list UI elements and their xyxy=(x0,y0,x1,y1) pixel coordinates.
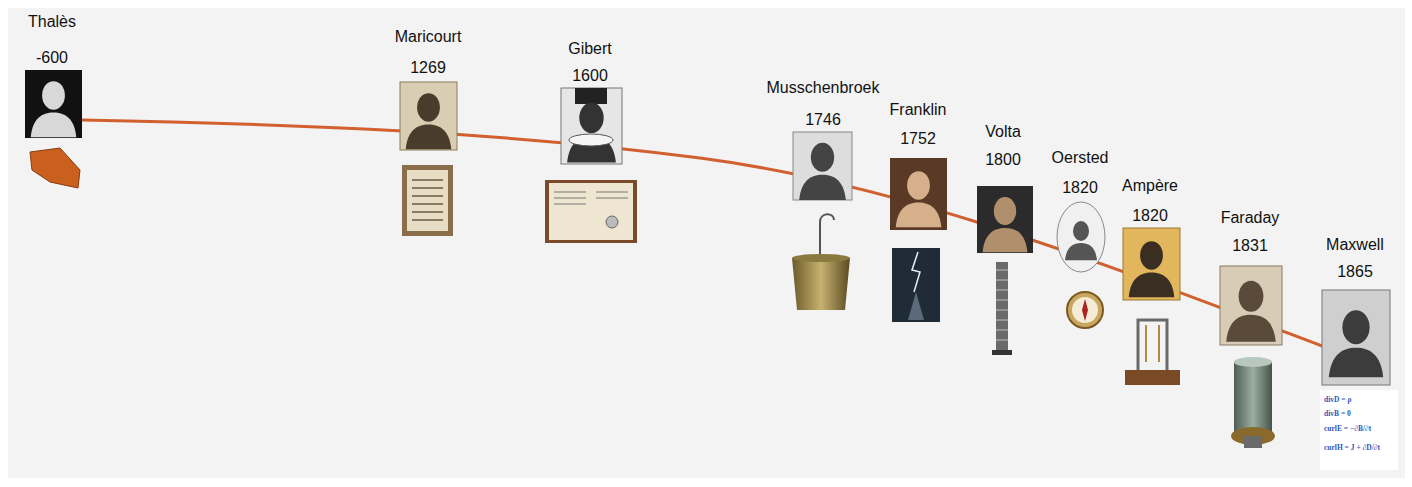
compass-part xyxy=(1067,292,1103,328)
ampere-portrait-part xyxy=(1123,228,1180,300)
equation-text: divB = 0 xyxy=(1324,410,1351,419)
gilbert-portrait-part xyxy=(569,134,613,146)
year-label: -600 xyxy=(36,49,68,67)
leyden-jar xyxy=(792,214,850,310)
scientist-name: Franklin xyxy=(890,101,947,119)
franklin-portrait xyxy=(890,158,947,230)
open-book-part xyxy=(545,180,637,243)
oersted-portrait-part xyxy=(1057,202,1105,272)
maricourt-portrait-part xyxy=(400,82,457,150)
year-label: 1269 xyxy=(410,59,446,77)
maricourt-portrait-part xyxy=(406,93,452,149)
leyden-jar-part xyxy=(792,254,850,262)
year-label: 1831 xyxy=(1232,237,1268,255)
ampere-apparatus-part xyxy=(1125,370,1180,385)
year-label: 1820 xyxy=(1062,179,1098,197)
scientist-name: Volta xyxy=(985,123,1021,141)
lightning-picture-part xyxy=(908,292,924,320)
ampere-portrait xyxy=(1123,228,1180,300)
old-book xyxy=(402,165,453,236)
franklin-portrait-part xyxy=(890,158,947,230)
musschenbroek-portrait xyxy=(793,132,852,200)
compass-part xyxy=(1072,297,1098,323)
year-label: 1752 xyxy=(900,130,936,148)
old-book-part xyxy=(407,170,448,231)
musschenbroek-portrait-part xyxy=(799,143,846,200)
year-label: 1746 xyxy=(805,111,841,129)
maricourt-portrait xyxy=(400,82,457,150)
maxwell-portrait-part xyxy=(1329,310,1383,377)
old-book-part xyxy=(412,180,443,220)
volta-portrait xyxy=(977,186,1033,253)
gilbert-portrait-part xyxy=(561,88,622,164)
lightning-picture-part xyxy=(892,248,940,322)
faraday-portrait-part xyxy=(1226,281,1276,342)
induction-coil-part xyxy=(1234,357,1272,367)
franklin-portrait-part xyxy=(896,171,942,227)
oersted-portrait xyxy=(1057,202,1105,272)
oersted-portrait-part xyxy=(1065,221,1097,260)
compass-part xyxy=(1082,299,1088,321)
lightning-picture xyxy=(892,248,940,322)
thales-portrait-part xyxy=(31,81,77,137)
gilbert-portrait-part xyxy=(575,88,607,104)
maxwell-portrait-part xyxy=(1322,290,1390,385)
voltaic-pile xyxy=(992,262,1012,355)
open-book xyxy=(545,180,637,243)
faraday-portrait-part xyxy=(1220,266,1282,345)
year-label: 1820 xyxy=(1132,207,1168,225)
year-label: 1600 xyxy=(572,67,608,85)
amber-stone xyxy=(30,148,80,188)
ampere-apparatus xyxy=(1125,320,1180,385)
equations-card xyxy=(1320,390,1398,470)
scientist-name: Faraday xyxy=(1221,209,1280,227)
ampere-portrait-part xyxy=(1129,241,1175,297)
scientist-name: Ampère xyxy=(1122,177,1178,195)
leyden-jar-part xyxy=(820,214,834,258)
induction-coil-part xyxy=(1244,436,1262,448)
voltaic-pile-part xyxy=(996,262,1008,350)
leyden-jar-part xyxy=(792,258,850,310)
thales-portrait-part xyxy=(25,70,82,138)
compass xyxy=(1067,292,1103,328)
open-book-part xyxy=(554,192,628,204)
scientist-name: Musschenbroek xyxy=(767,79,880,97)
equation-text: curlH = J + ∂D/∂t xyxy=(1324,444,1380,453)
gilbert-portrait xyxy=(561,88,622,164)
equation-text: divD = ρ xyxy=(1324,396,1351,405)
musschenbroek-portrait-part xyxy=(793,132,852,200)
voltaic-pile-part xyxy=(996,270,1008,340)
equation-text: curlE = −∂B/∂t xyxy=(1324,425,1371,434)
scientist-name: Oersted xyxy=(1052,149,1109,167)
scientist-name: Gibert xyxy=(568,40,612,58)
scientist-name: Maricourt xyxy=(395,28,462,46)
gilbert-portrait-part xyxy=(567,103,616,163)
induction-coil-part xyxy=(1234,362,1272,436)
lightning-picture-part xyxy=(912,252,920,292)
open-book-part xyxy=(606,216,618,228)
induction-coil xyxy=(1231,357,1275,448)
year-label: 1800 xyxy=(985,151,1021,169)
voltaic-pile-part xyxy=(992,350,1012,355)
thales-portrait xyxy=(25,70,82,138)
year-label: 1865 xyxy=(1337,263,1373,281)
maxwell-portrait xyxy=(1322,290,1390,385)
ampere-apparatus-part xyxy=(1146,325,1159,362)
scientist-name: Maxwell xyxy=(1326,236,1384,254)
ampere-apparatus-part xyxy=(1138,320,1167,370)
background-panel xyxy=(8,8,1405,478)
volta-portrait-part xyxy=(977,186,1033,253)
scientist-name: Thalès xyxy=(28,13,76,31)
volta-portrait-part xyxy=(983,197,1028,252)
old-book-part xyxy=(402,165,453,236)
timeline-curve xyxy=(82,120,1322,346)
faraday-portrait xyxy=(1220,266,1282,345)
